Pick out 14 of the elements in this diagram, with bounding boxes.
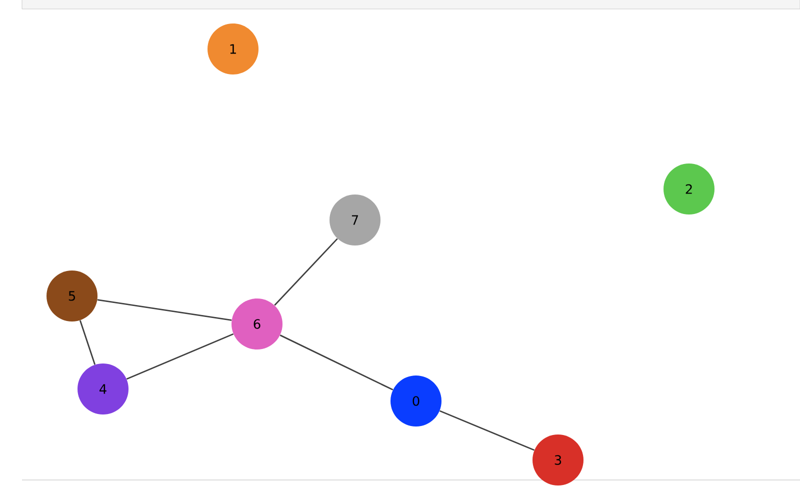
graph-node: 1 xyxy=(208,24,258,74)
graph-node: 3 xyxy=(532,434,584,486)
edge-line xyxy=(79,320,96,365)
graph-node: 5 xyxy=(46,270,98,322)
edge-line xyxy=(97,299,232,321)
edge-line xyxy=(439,410,535,451)
edge-line xyxy=(126,333,234,380)
graph-node: 6 xyxy=(232,298,282,350)
edge-line xyxy=(274,238,338,306)
graph-node: 0 xyxy=(390,376,442,426)
edge-line xyxy=(280,334,394,390)
graph-node: 7 xyxy=(330,194,380,246)
graph-node: 2 xyxy=(664,164,714,214)
graph-node: 4 xyxy=(78,364,128,414)
